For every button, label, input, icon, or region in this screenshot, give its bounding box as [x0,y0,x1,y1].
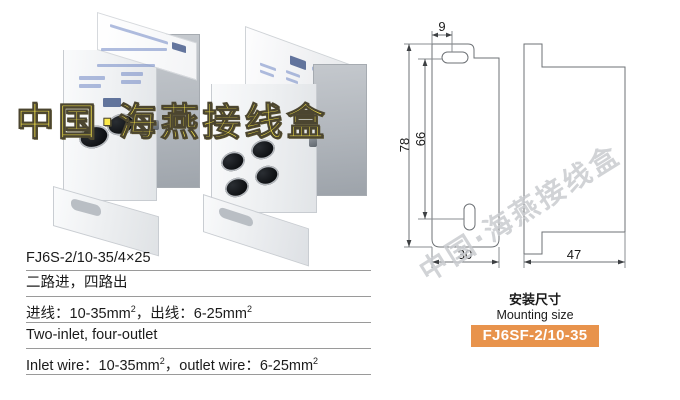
unit1-print-line-4 [79,76,105,80]
model-badge: FJ6SF-2/10-35 [470,325,600,347]
dim-78-arrow-bottom [406,240,412,247]
dim-label-30: 30 [458,247,472,262]
dim-9-arrow-right [446,32,452,38]
unit1-print-line-1 [110,23,168,45]
spec-row-wire-cn: 进线：10-35mm2，出线：6-25mm2 [26,297,371,323]
unit2-print-logo [290,55,306,71]
mounting-title-en: Mounting size [496,308,574,322]
dim-label-78: 78 [397,138,412,152]
dim-30-arrow-left [432,259,439,265]
spec-sup-4: 2 [313,356,319,366]
unit1-screw [151,120,159,130]
dim-66-arrow-top [422,59,428,66]
spec-config-cn-text: 二路进，四路出 [26,275,128,291]
product-photo-right [203,26,390,267]
spec-model-text: FJ6S-2/10-35/4×25 [26,250,151,266]
spec-sup-3: 2 [159,356,165,366]
spec-wire-en-outlet: ，outlet wire：6-25mm [164,357,314,374]
unit1-print-logo-2 [103,98,121,107]
unit1-print-line-7 [121,80,141,84]
dim-label-9: 9 [438,19,445,34]
spec-sup-2: 2 [246,304,252,314]
technical-drawing: 9 78 66 30 47 [390,14,680,314]
unit2-screw [309,138,317,147]
spec-row-model: FJ6S-2/10-35/4×25 [26,246,371,271]
unit2-print-line-3 [260,69,274,78]
front-view-bottom-slot [463,203,476,231]
spec-wire-cn-inlet: 进线：10-35mm [26,305,131,322]
dim-9-arrow-left [432,32,438,38]
spec-sup-1: 2 [130,304,136,314]
spec-row-wire-en: Inlet wire：10-35mm2，outlet wire：6-25mm2 [26,349,371,375]
dim-30-arrow-right [492,259,499,265]
spec-wire-en-inlet: Inlet wire：10-35mm [26,357,160,374]
unit2-side-face [313,64,367,196]
product-photo-area: 中国·海燕接线盒 [0,0,390,267]
front-view-outline [431,43,500,248]
spec-row-config-en: Two-inlet, four-outlet [26,323,371,349]
side-view-outline [523,43,626,255]
unit1-print-logo [172,41,186,54]
spec-row-config-cn: 二路进，四路出 [26,271,371,297]
unit1-print-line-5 [79,84,101,88]
dim-78-arrow-top [406,44,412,51]
dim-66-arrow-bottom [422,212,428,219]
front-view-top-slot [441,51,469,64]
unit1-print-line-2 [101,48,167,51]
unit1-print-line-6 [121,72,143,76]
unit1-print-line-3 [97,64,155,67]
spec-wire-cn-outlet: ，出线：6-25mm [135,305,247,322]
dim-47-arrow-left [524,259,531,265]
spec-config-en-text: Two-inlet, four-outlet [26,327,158,343]
specification-table: FJ6S-2/10-35/4×25 二路进，四路出 进线：10-35mm2，出线… [26,246,371,375]
product-photo-left [45,12,220,257]
dim-label-66: 66 [413,132,428,146]
dim-label-47: 47 [567,247,581,262]
dim-47-arrow-right [618,259,625,265]
mounting-title-cn: 安装尺寸 [508,293,561,308]
drawing-svg: 9 78 66 30 47 [397,19,626,268]
mounting-caption: 安装尺寸 Mounting size FJ6SF-2/10-35 [390,294,680,347]
